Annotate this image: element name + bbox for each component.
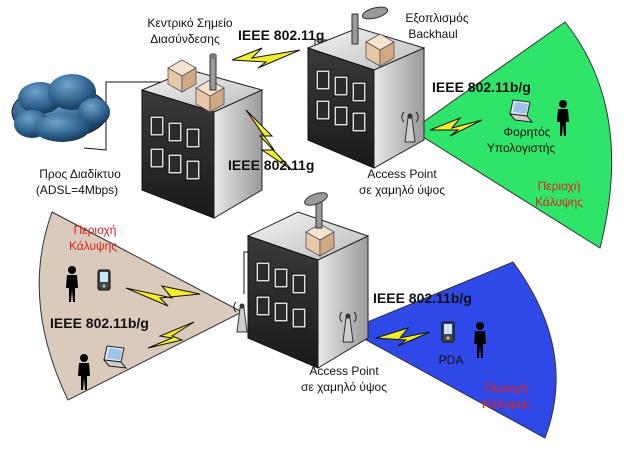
ieee-label-left: IEEE 802.11b/g [50, 315, 149, 331]
ieee-label-mid: IEEE 802.11g [228, 157, 314, 173]
ap1-label-line1: Access Point [367, 167, 437, 181]
pda-icon [97, 269, 111, 291]
pda-icon [441, 321, 455, 343]
laptop-label-line1: Φορητός [504, 125, 551, 139]
building-icon-lower [233, 192, 370, 369]
coverage-green-line2: Κάλυψης [535, 195, 583, 209]
coverage-blue-line2: Κάλυψης [482, 397, 530, 411]
coverage-left-line1: Περιοχή [74, 223, 117, 237]
coverage-sector-blue [346, 261, 557, 439]
coverage-sector-green [411, 21, 613, 249]
coverage-green-line1: Περιοχή [538, 179, 581, 193]
coverage-left-line2: Κάλυψης [69, 239, 117, 253]
internet-label-line2: (ADSL=4Mbps) [36, 183, 118, 197]
ap2-label-line1: Access Point [309, 364, 379, 378]
backhaul-label-line1: Εξοπλισμός [405, 11, 468, 25]
laptop-label-line2: Υπολογιστής [487, 141, 556, 155]
building-icon-backhaul [306, 6, 426, 169]
lightning-icon [125, 47, 483, 349]
ieee-label-right-bottom: IEEE 802.11b/g [373, 290, 472, 306]
pda-label: PDA [439, 353, 464, 367]
ap2-label-line2: σε χαμηλό ύψος [301, 380, 387, 394]
central-label-line2: Διασύνδεσης [150, 32, 220, 46]
cloud-icon [11, 74, 110, 142]
building-icon-central [140, 53, 264, 219]
backhaul-label-line2: Backhaul [408, 27, 457, 41]
central-label-line1: Κεντρικό Σημείο [147, 16, 232, 30]
coverage-blue-line1: Περιοχή [485, 381, 528, 395]
coverage-sector-beige [38, 211, 244, 401]
ieee-label-right-top: IEEE 802.11b/g [432, 79, 531, 95]
ap1-label-line2: σε χαμηλό ύψος [359, 183, 445, 197]
internet-label-line1: Προς Διαδίκτυο [39, 167, 121, 181]
ieee-label-top: IEEE 802.11g [238, 27, 324, 43]
